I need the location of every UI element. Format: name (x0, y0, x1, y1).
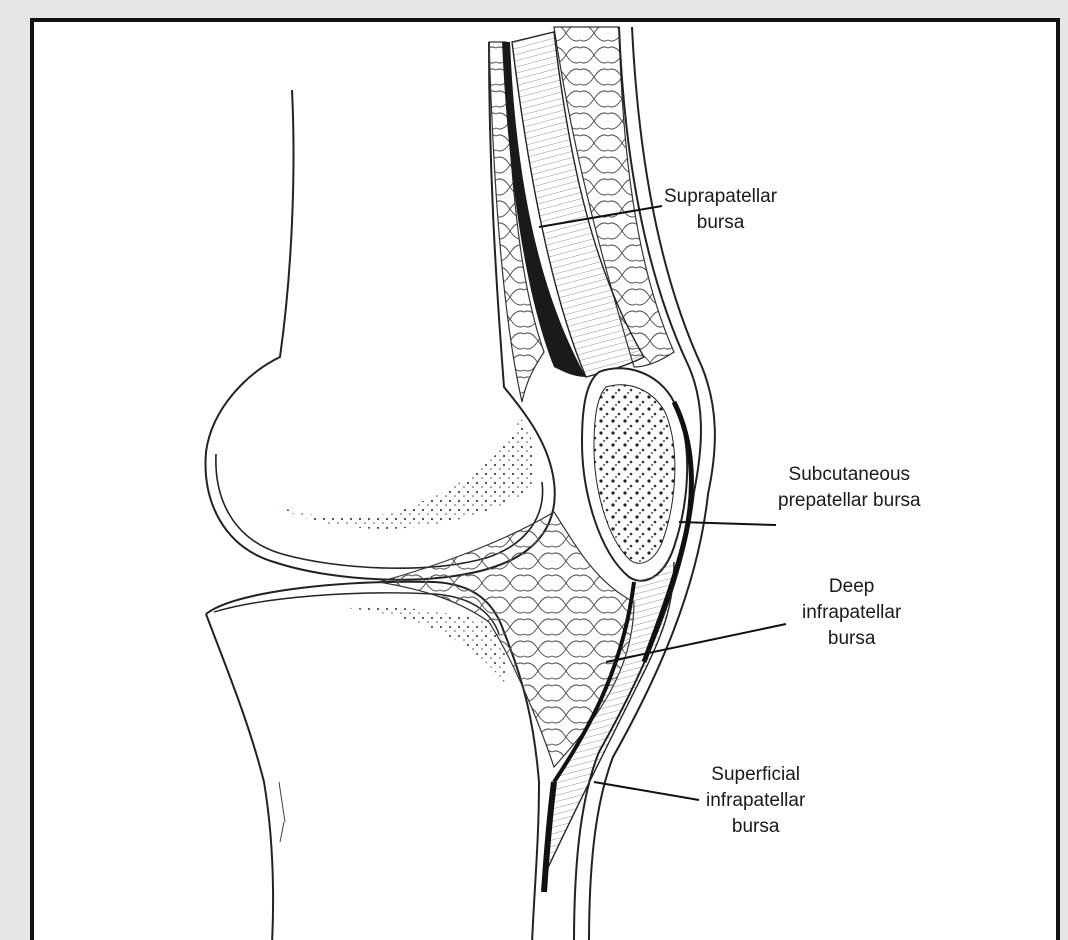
tibia (206, 582, 539, 940)
leader-prepatellar (679, 522, 776, 525)
label-line: bursa (706, 814, 805, 840)
label-line: Deep (802, 574, 901, 600)
label-line: bursa (802, 626, 901, 652)
label-superficial-infrapatellar-bursa: Superficial infrapatellar bursa (706, 762, 805, 840)
label-line: infrapatellar (802, 600, 901, 626)
label-line: Superficial (706, 762, 805, 788)
label-suprapatellar-bursa: Suprapatellar bursa (664, 184, 777, 236)
label-subcutaneous-prepatellar-bursa: Subcutaneous prepatellar bursa (778, 462, 921, 514)
label-line: Suprapatellar (664, 184, 777, 210)
label-line: bursa (664, 210, 777, 236)
diagram-frame: Suprapatellar bursa Subcutaneous prepate… (30, 18, 1060, 940)
leader-superficial-infrapatellar (594, 782, 699, 800)
label-line: prepatellar bursa (778, 488, 921, 514)
label-deep-infrapatellar-bursa: Deep infrapatellar bursa (802, 574, 901, 652)
label-line: infrapatellar (706, 788, 805, 814)
patella (582, 368, 687, 581)
label-line: Subcutaneous (778, 462, 921, 488)
